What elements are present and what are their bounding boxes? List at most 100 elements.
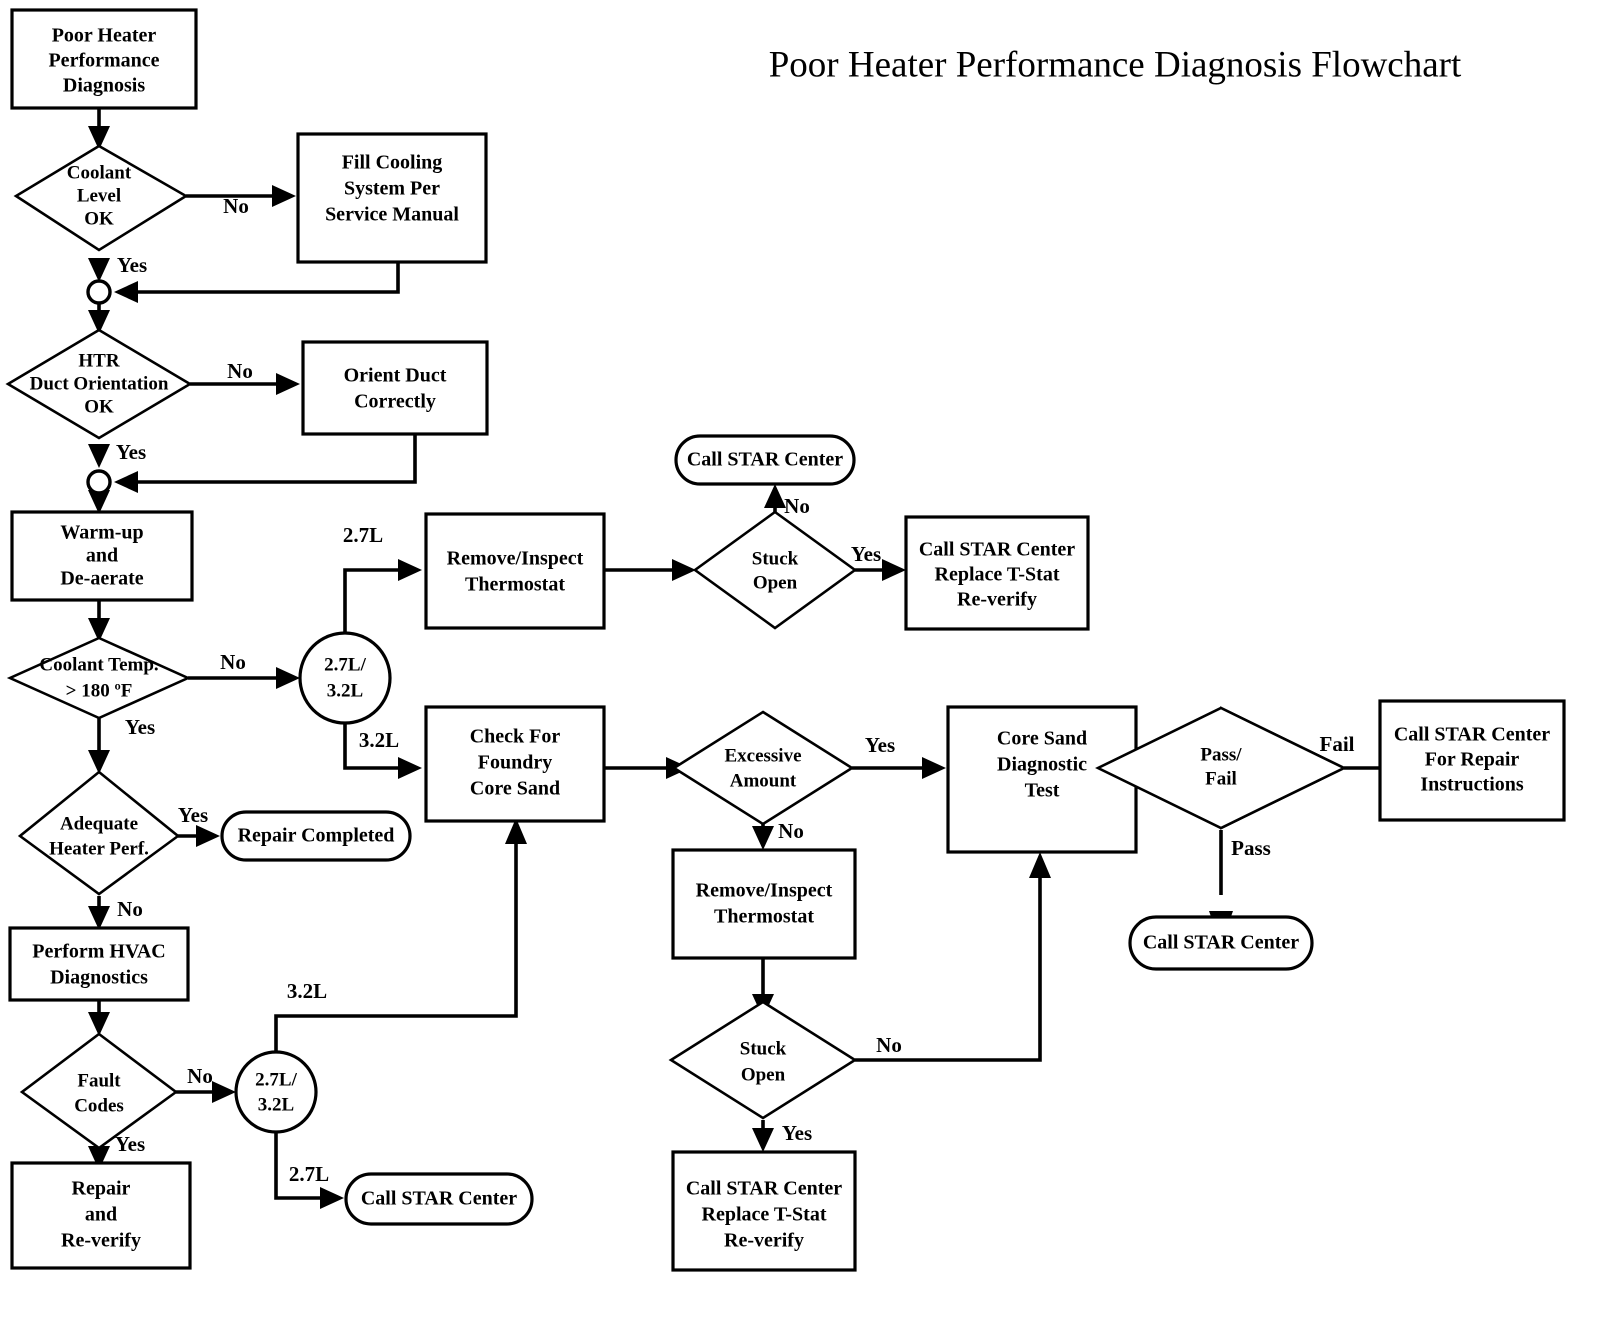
node-fill-cooling[interactable]: Fill Cooling System Per Service Manual bbox=[296, 132, 488, 264]
node-call-star-repair-line-0: Call STAR Center bbox=[1394, 724, 1550, 746]
node-stuck-open-bottom-line-1: Open bbox=[741, 1064, 786, 1085]
node-stuck-open-bottom[interactable]: Stuck Open bbox=[668, 1000, 858, 1120]
node-call-star-bottom[interactable]: Call STAR Center bbox=[344, 1172, 534, 1226]
node-htr-duct[interactable]: HTR Duct Orientation OK bbox=[5, 328, 193, 440]
node-fault-codes-line-0: Fault bbox=[77, 1070, 121, 1091]
node-junction-2 bbox=[86, 469, 112, 495]
node-start[interactable]: Poor Heater Performance Diagnosis bbox=[10, 8, 198, 110]
node-coolant-level-line-0: Coolant bbox=[67, 162, 132, 183]
node-excessive-amount-line-0: Excessive bbox=[724, 745, 801, 766]
arrowhead-select2-27L bbox=[320, 1187, 344, 1209]
node-adequate-perf-line-0: Adequate bbox=[60, 813, 138, 834]
edge-label-select2-27L: 2.7L bbox=[289, 1162, 329, 1186]
edge-orient-duct-return bbox=[132, 434, 417, 484]
node-remove-tstat-top[interactable]: Remove/Inspect Thermostat bbox=[424, 512, 606, 630]
node-call-star-pass-line-0: Call STAR Center bbox=[1143, 932, 1299, 954]
node-coolant-temp[interactable]: Coolant Temp. > 180 ºF bbox=[6, 636, 192, 720]
node-warmup-line-1: and bbox=[86, 545, 118, 567]
edge-label-select1-32L: 3.2L bbox=[359, 728, 399, 752]
edge-select1-27L bbox=[343, 568, 402, 634]
node-call-star-replace-top-line-0: Call STAR Center bbox=[919, 539, 1075, 561]
node-call-star-repair-line-1: For Repair bbox=[1425, 749, 1520, 771]
edge-label-coolant-temp-yes: Yes bbox=[125, 715, 155, 739]
node-call-star-pass[interactable]: Call STAR Center bbox=[1128, 915, 1314, 971]
node-pass-fail[interactable]: Pass/ Fail bbox=[1095, 706, 1347, 830]
node-orient-duct[interactable]: Orient Duct Correctly bbox=[301, 340, 489, 436]
arrowhead-junction1-to-htr-duct bbox=[88, 310, 110, 334]
node-core-sand-test-line-0: Core Sand bbox=[997, 728, 1087, 750]
node-remove-tstat-mid-line-1: Thermostat bbox=[714, 906, 814, 928]
edge-label-coolant-level-yes: Yes bbox=[117, 253, 147, 277]
node-repair-completed[interactable]: Repair Completed bbox=[220, 810, 412, 862]
node-coolant-level-line-1: Level bbox=[77, 185, 121, 206]
node-remove-tstat-mid-line-0: Remove/Inspect bbox=[696, 880, 833, 902]
node-engine-select-2[interactable]: 2.7L/ 3.2L bbox=[234, 1050, 318, 1134]
node-coolant-level[interactable]: Coolant Level OK bbox=[13, 144, 189, 252]
node-remove-tstat-mid[interactable]: Remove/Inspect Thermostat bbox=[671, 848, 857, 960]
edge-labels-layer: No Yes No Yes No Yes 2.7L 3.2L No Yes Ye… bbox=[115, 194, 1355, 1186]
node-perform-hvac[interactable]: Perform HVAC Diagnostics bbox=[8, 926, 190, 1002]
node-fill-cooling-line-0: Fill Cooling bbox=[342, 152, 443, 174]
arrowhead-fault-codes-no bbox=[212, 1081, 236, 1103]
node-start-line-0: Poor Heater bbox=[52, 25, 157, 47]
node-check-core-sand[interactable]: Check For Foundry Core Sand bbox=[424, 705, 606, 823]
arrowhead-adequate-yes bbox=[196, 825, 220, 847]
arrowhead-stuck-open-top-yes bbox=[882, 559, 906, 581]
node-call-star-replace-top[interactable]: Call STAR Center Replace T-Stat Re-verif… bbox=[904, 515, 1090, 631]
node-check-core-sand-line-1: Foundry bbox=[478, 752, 552, 774]
node-core-sand-test-line-1: Diagnostic bbox=[997, 754, 1087, 776]
node-adequate-perf-line-1: Heater Perf. bbox=[49, 838, 149, 859]
node-coolant-temp-line-0: Coolant Temp. bbox=[39, 654, 158, 675]
node-engine-select-2-line-1: 3.2L bbox=[258, 1094, 294, 1115]
node-fault-codes[interactable]: Fault Codes bbox=[19, 1032, 179, 1150]
node-call-star-replace-bottom-line-1: Replace T-Stat bbox=[702, 1204, 827, 1226]
arrowhead-select1-27L bbox=[398, 559, 422, 581]
edge-label-excessive-yes: Yes bbox=[865, 733, 895, 757]
node-htr-duct-line-1: Duct Orientation bbox=[30, 373, 169, 394]
node-engine-select-1-line-0: 2.7L/ bbox=[324, 654, 366, 675]
arrowhead-coolant-temp-no bbox=[276, 667, 300, 689]
node-orient-duct-line-1: Correctly bbox=[354, 391, 436, 413]
node-warmup-line-0: Warm-up bbox=[60, 522, 143, 544]
edge-label-htr-duct-yes: Yes bbox=[116, 440, 146, 464]
node-call-star-repair[interactable]: Call STAR Center For Repair Instructions bbox=[1378, 699, 1566, 822]
arrowhead-excessive-no bbox=[752, 826, 774, 850]
edge-select2-27L bbox=[274, 1132, 324, 1200]
node-warmup-line-2: De-aerate bbox=[60, 568, 143, 590]
node-repair-completed-line-0: Repair Completed bbox=[238, 825, 395, 847]
node-call-star-replace-bottom[interactable]: Call STAR Center Replace T-Stat Re-verif… bbox=[671, 1150, 857, 1272]
node-remove-tstat-top-line-1: Thermostat bbox=[465, 574, 565, 596]
arrowhead-htr-duct-yes bbox=[88, 444, 110, 468]
node-excessive-amount[interactable]: Excessive Amount bbox=[671, 710, 855, 826]
node-check-core-sand-line-0: Check For bbox=[470, 726, 561, 748]
node-engine-select-1-line-1: 3.2L bbox=[327, 680, 363, 701]
node-stuck-open-bottom-line-0: Stuck bbox=[740, 1038, 787, 1059]
node-coolant-temp-line-1: > 180 ºF bbox=[66, 680, 133, 701]
node-warmup[interactable]: Warm-up and De-aerate bbox=[10, 510, 194, 602]
node-stuck-open-top-line-1: Open bbox=[753, 572, 798, 593]
edge-label-coolant-level-no: No bbox=[223, 194, 249, 218]
node-stuck-open-top[interactable]: Stuck Open bbox=[692, 510, 858, 630]
node-orient-duct-line-0: Orient Duct bbox=[344, 365, 447, 387]
edge-label-excessive-no: No bbox=[778, 819, 804, 843]
arrowhead-orient-duct-return bbox=[114, 471, 138, 493]
node-pass-fail-line-0: Pass/ bbox=[1200, 744, 1242, 765]
node-call-star-top[interactable]: Call STAR Center bbox=[674, 434, 856, 486]
node-core-sand-test[interactable]: Core Sand Diagnostic Test bbox=[946, 705, 1138, 854]
node-adequate-perf[interactable]: Adequate Heater Perf. bbox=[17, 770, 181, 896]
arrowhead-adequate-no bbox=[88, 906, 110, 930]
edge-label-adequate-yes: Yes bbox=[178, 803, 208, 827]
node-pass-fail-line-1: Fail bbox=[1205, 768, 1237, 789]
node-engine-select-1[interactable]: 2.7L/ 3.2L bbox=[298, 631, 392, 725]
arrowhead-junction2-to-warmup bbox=[88, 490, 110, 514]
edge-label-stuck-open-top-yes: Yes bbox=[851, 542, 881, 566]
arrowhead-fill-cooling-return bbox=[114, 281, 138, 303]
arrowhead-coolant-temp-yes bbox=[88, 750, 110, 774]
node-perform-hvac-line-0: Perform HVAC bbox=[32, 941, 165, 963]
arrowhead-select1-32L bbox=[398, 757, 422, 779]
edge-select1-32L bbox=[343, 722, 402, 770]
arrowhead-warmup-to-coolant-temp bbox=[88, 618, 110, 642]
node-repair-reverify[interactable]: Repair and Re-verify bbox=[10, 1161, 192, 1270]
edge-label-adequate-no: No bbox=[117, 897, 143, 921]
